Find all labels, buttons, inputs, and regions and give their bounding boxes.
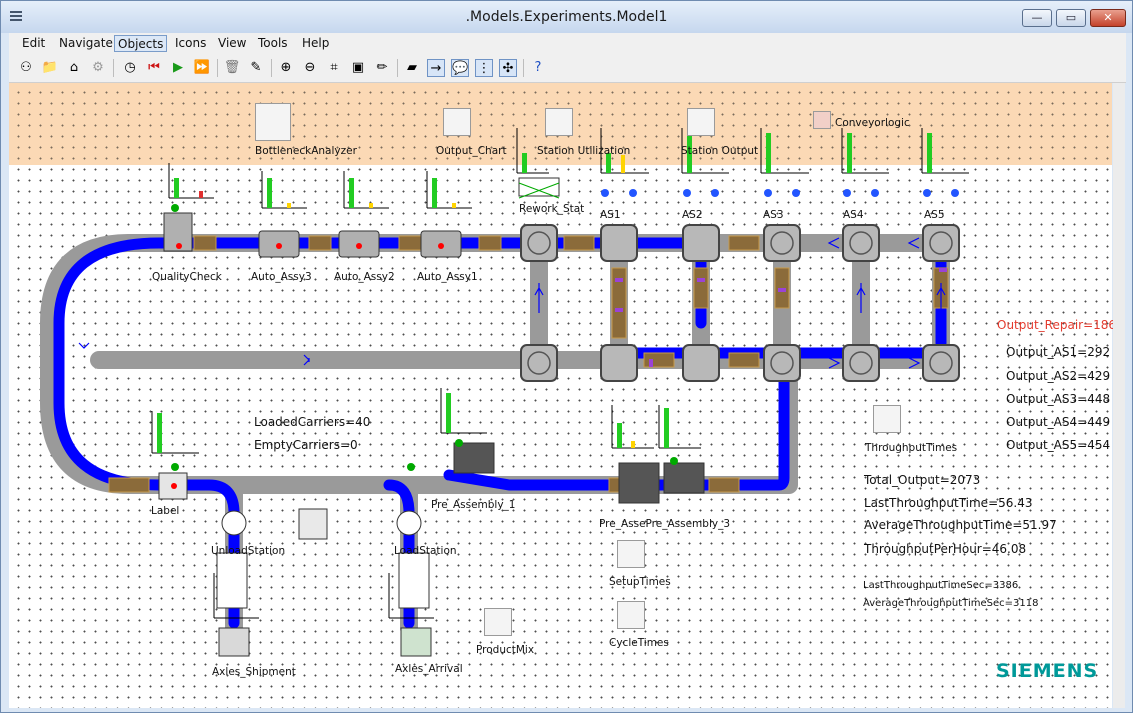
station-utilization-icon[interactable]	[545, 108, 573, 136]
product-mix-label: ProductMix	[476, 644, 535, 656]
rework-stat-label: Rework_Stat	[519, 203, 585, 215]
build-icon[interactable]: ⚙	[92, 60, 104, 75]
menu-view[interactable]: View	[218, 36, 247, 50]
axles-shipment-label: Axles_Shipment	[212, 666, 296, 678]
app-menu-icon[interactable]	[9, 9, 23, 23]
average-throughput-time-display: AverageThroughputTime=51.97	[864, 518, 1057, 532]
output-chart-label: Output_Chart	[436, 145, 507, 157]
clean-icon[interactable]: ✎	[250, 60, 262, 75]
axles-arrival-label: Axles_Arrival	[395, 663, 463, 675]
connector-icon[interactable]: →	[427, 59, 445, 77]
menu-objects[interactable]: Objects	[114, 35, 168, 52]
unload-station-label: UnloadStation	[211, 545, 286, 557]
throughput-times-icon[interactable]	[873, 405, 901, 433]
home-icon[interactable]: ⌂	[69, 60, 79, 75]
last-throughput-time-display: LastThroughputTime=56.43	[864, 496, 1033, 510]
load-station-label: LoadStation	[394, 545, 457, 557]
output-chart-icon[interactable]	[443, 108, 471, 136]
close-button[interactable]: ✕	[1090, 9, 1126, 27]
toolbar-separator	[271, 59, 272, 77]
delete-icon[interactable]: 🗑	[223, 60, 241, 75]
menu-icons[interactable]: Icons	[175, 36, 207, 50]
throughput-per-hour-display: ThroughputPerHour=46.08	[864, 542, 1027, 556]
product-mix-icon[interactable]	[484, 608, 512, 636]
menu-edit[interactable]: Edit	[22, 36, 46, 50]
auto-assy1-label: Auto_Assy1	[417, 271, 478, 283]
title-bar[interactable]: .Models.Experiments.Model1 — ▭ ✕	[1, 1, 1132, 33]
cycle-times-label: CycleTimes	[609, 637, 669, 649]
output-as1-display: Output_AS1=292	[1006, 345, 1111, 359]
as2-label: AS2	[682, 209, 703, 221]
pre-assembly-1-label: Pre_Assembly_1	[431, 499, 516, 511]
screenshot-icon[interactable]: ▣	[351, 60, 365, 75]
model-layout	[40, 128, 969, 657]
open-model-icon[interactable]: ⚇	[20, 60, 32, 75]
menu-navigate[interactable]: Navigate	[59, 36, 113, 50]
average-throughput-time-sec-display: AverageThroughputTimeSec=3118	[863, 598, 1039, 609]
station-output-icon[interactable]	[687, 108, 715, 136]
zoom-out-icon[interactable]: ⊖	[304, 60, 316, 75]
help-icon[interactable]: ?	[534, 60, 542, 75]
menu-help[interactable]: Help	[302, 36, 330, 50]
grid-icon[interactable]: ⋮	[475, 59, 493, 77]
reset-icon[interactable]: ⏮	[148, 60, 160, 75]
as1-label: AS1	[600, 209, 621, 221]
station-utilization-label: Station Utilization	[537, 145, 631, 157]
quality-check-label: QualityCheck	[152, 271, 222, 283]
pre-assembly-3-label: Pre_AssePre_Assembly_3	[599, 518, 731, 530]
output-as3-display: Output_AS3=448	[1006, 392, 1111, 406]
fit-icon[interactable]: ⌗	[330, 60, 338, 75]
open-folder-icon[interactable]: 📁	[41, 60, 59, 75]
output-as4-display: Output_AS4=449	[1006, 415, 1111, 429]
toolbar-separator	[397, 59, 398, 77]
setup-times-label: SetupTimes	[609, 576, 671, 588]
as4-label: AS4	[843, 209, 864, 221]
model-canvas[interactable]: BottleneckAnalyzer Output_Chart Station …	[9, 83, 1116, 708]
comment-icon[interactable]: 💬	[451, 59, 469, 77]
menu-bar: Edit Navigate Objects Icons View Tools H…	[9, 33, 1126, 54]
maximize-button[interactable]: ▭	[1056, 9, 1086, 27]
setup-times-icon[interactable]	[617, 540, 645, 568]
bottleneck-analyzer-label: BottleneckAnalyzer	[255, 145, 357, 157]
output-repair-display: Output_Repair=186	[997, 318, 1117, 332]
auto-assy3-label: Auto_Assy3	[251, 271, 312, 283]
loaded-carriers-display: LoadedCarriers=40	[254, 415, 371, 429]
bottleneck-analyzer-icon[interactable]	[255, 103, 291, 141]
vertical-scrollbar[interactable]	[1113, 83, 1125, 708]
network-icon[interactable]: ✣	[499, 59, 517, 77]
start-icon[interactable]: ▶	[173, 60, 183, 75]
conveyorlogic-icon[interactable]	[813, 111, 831, 129]
total-output-display: Total_Output=2073	[864, 473, 981, 487]
output-as5-display: Output_AS5=454	[1006, 438, 1111, 452]
cycle-times-icon[interactable]	[617, 601, 645, 629]
fast-forward-icon[interactable]: ⏩	[193, 60, 211, 75]
as5-label: AS5	[924, 209, 945, 221]
toolbar: ⚇ 📁 ⌂ ⚙ ◷ ⏮ ▶ ⏩ 🗑 ✎ ⊕ ⊖ ⌗ ▣ ✏ ▰ → 💬 ⋮ ✣ …	[9, 54, 1126, 83]
minimize-button[interactable]: —	[1022, 9, 1052, 27]
empty-carriers-display: EmptyCarriers=0	[254, 438, 358, 452]
window-title: .Models.Experiments.Model1	[465, 9, 668, 25]
throughput-times-label: ThroughputTimes	[865, 442, 958, 454]
station-output-label: Station Output	[681, 145, 759, 157]
menu-tools[interactable]: Tools	[258, 36, 288, 50]
output-as2-display: Output_AS2=429	[1006, 369, 1111, 383]
toolbar-separator	[113, 59, 114, 77]
last-throughput-time-sec-display: LastThroughputTimeSec=3386	[863, 580, 1019, 591]
toolbar-separator	[217, 59, 218, 77]
label-station-label: Label	[151, 505, 180, 517]
conveyorlogic-label: Conveyorlogic	[835, 117, 910, 129]
auto-assy2-label: Auto_Assy2	[334, 271, 395, 283]
zoom-in-icon[interactable]: ⊕	[280, 60, 292, 75]
toolbar-separator	[523, 59, 524, 77]
siemens-logo: SIEMENS	[996, 660, 1099, 682]
pencil-icon[interactable]: ✏	[376, 60, 388, 75]
eraser-icon[interactable]: ▰	[407, 60, 417, 75]
event-controller-icon[interactable]: ◷	[124, 60, 136, 75]
as3-label: AS3	[763, 209, 784, 221]
